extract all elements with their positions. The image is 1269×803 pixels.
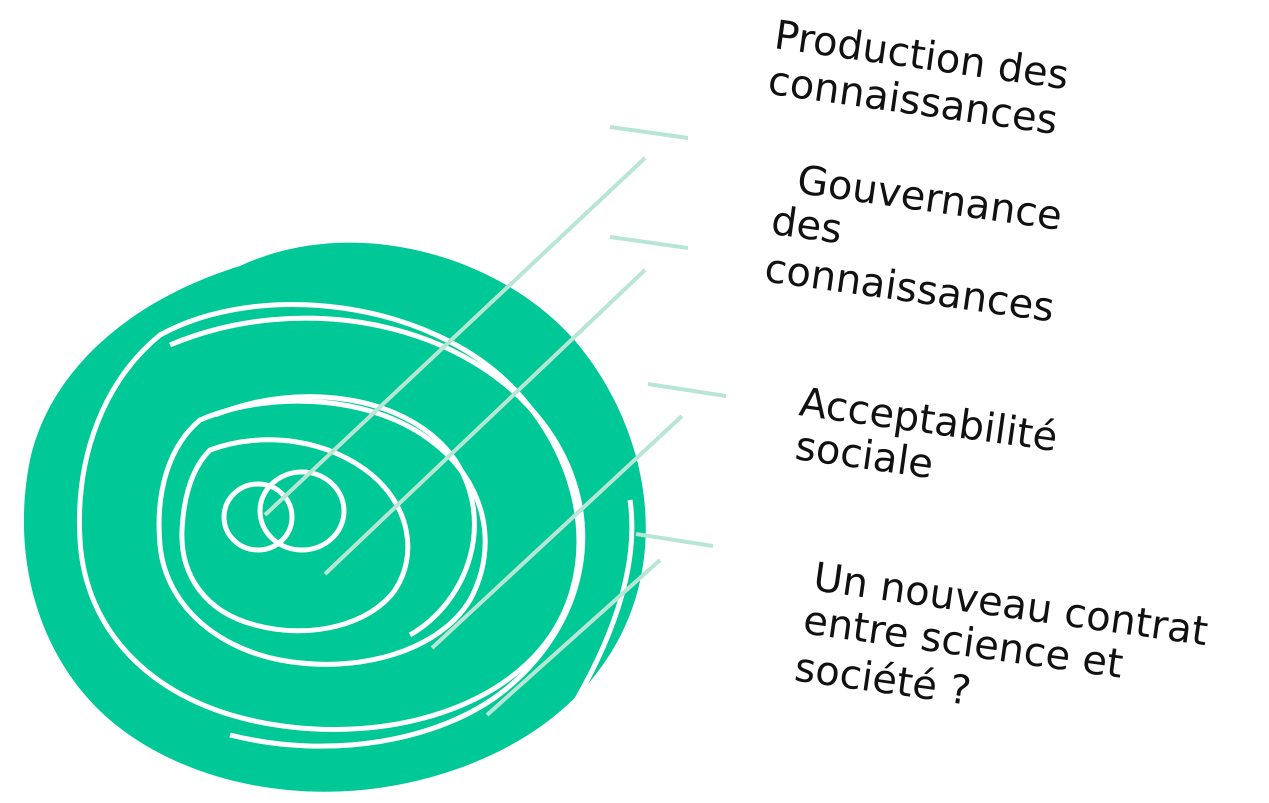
- inner-ring-right: [257, 469, 347, 553]
- outer-ring-disc: [23, 242, 646, 792]
- ring-outline-3: [156, 398, 488, 667]
- ring-outline-4: [76, 302, 582, 732]
- label-production: Production des connaissances: [765, 12, 1084, 146]
- label-contrat: Un nouveau contrat entre science et soci…: [792, 554, 1223, 749]
- ring-outline-2: [179, 437, 411, 634]
- ring-outline-6: [552, 499, 635, 737]
- label-acceptabilite: Acceptabilité sociale: [790, 379, 1072, 506]
- ring-outline-5: [169, 315, 586, 749]
- label-gouvernance: Gouvernance des connaissances: [762, 154, 1078, 332]
- inner-ring-left: [221, 481, 295, 553]
- leader-contrat: [485, 532, 714, 717]
- leader-acceptabilite: [430, 382, 727, 650]
- leader-production: [263, 125, 689, 517]
- leader-gouvernance: [323, 235, 689, 576]
- ring-outline-3b: [214, 394, 477, 638]
